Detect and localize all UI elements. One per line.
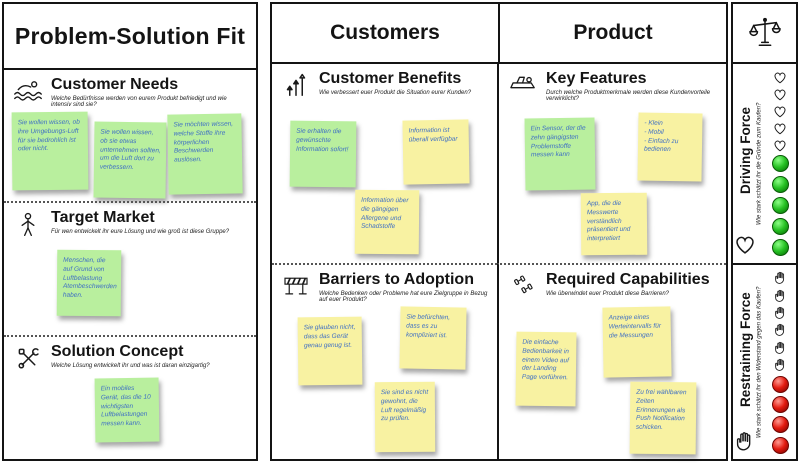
section-solution-concept: Solution Concept Welche Lösung entwickel… [4,335,256,459]
sticky-note[interactable]: Sie wollen wissen, ob sie etwas unterneh… [93,121,167,199]
section-customer-needs: Customer Needs Welche Bedürfnisse werden… [4,70,256,201]
section-subtitle: Für wen entwickelt ihr eure Lösung und w… [51,228,230,235]
sticky-note[interactable]: - Klein - Mobil - Einfach zu bedienen [637,112,703,182]
person-icon [12,210,44,237]
sticky-note[interactable]: App, die die Messwerte verständlich präs… [580,192,648,256]
sticky-note[interactable]: Sie sind es nicht gewohnt, die Luft rege… [374,381,436,453]
tools-icon [12,344,44,371]
heart-icon [773,122,787,135]
sticky-note[interactable]: Sie wollen wissen, ob ihre Umgebungs-Luf… [11,111,89,191]
sticky-note[interactable]: Anzeige eines Werteintervalls für die Me… [602,306,672,378]
driving-force-section: Driving Force Wie stark schätzt ihr die … [733,64,796,263]
section-target-market: Target Market Für wen entwickelt ihr eur… [4,201,256,335]
section-title: Key Features [546,70,647,87]
left-panel: Problem-Solution Fit Customer Needs Welc… [2,2,258,461]
cell-required-capabilities: Required Capabilities Wie überwindet eue… [497,263,726,461]
hand-icon [774,358,787,372]
sticky-note[interactable]: Die einfache Bedienbarkeit in einem Vide… [515,331,577,407]
sticky-note[interactable]: Information ist überall verfügbar [402,119,470,185]
rising-arrows-icon [280,71,312,97]
sticky-note[interactable]: Menschen, die auf Grund von Luftbelastun… [56,249,122,317]
restraining-force-section: Restraining Force Wie stark schätzt ihr … [733,263,796,460]
column-header-customers: Customers [330,21,440,44]
hand-icon [774,341,787,355]
center-panel: Customers Product Customer Benefits [270,2,728,461]
driving-force-subtitle: Wie stark schätzt ihr die Gründe zum Kau… [756,102,763,225]
restraining-force-scale [764,265,796,460]
driving-force-label: Driving Force [737,106,753,195]
swimmer-icon [12,77,44,102]
sticky-note[interactable]: Ein Sensor, der die zehn gängigsten Prob… [524,117,596,191]
driving-score-ball[interactable] [771,176,789,194]
section-title: Target Market [51,209,155,226]
column-header-product: Product [498,4,726,62]
sticky-note[interactable]: Zu frei wählbaren Zeiten Erinnerungen al… [629,381,697,455]
restraining-force-label: Restraining Force [737,292,753,407]
sticky-note[interactable]: Sie erhalten die gewünschte Information … [289,120,357,188]
section-subtitle: Welche Bedürfnisse werden von eurem Prod… [51,95,227,108]
driving-score-ball[interactable] [771,155,789,173]
hand-icon [735,431,755,457]
section-title: Customer Benefits [319,70,462,87]
cell-key-features: Key Features Durch welche Produktmerkmal… [497,64,726,263]
heart-icon [773,71,787,84]
restraining-score-ball[interactable] [771,436,789,454]
heart-icon [773,139,787,152]
section-subtitle: Wie überwindet euer Produkt diese Barrie… [546,290,670,297]
restraining-score-ball[interactable] [771,395,789,413]
sticky-note[interactable]: Sie glauben nicht, dass das Gerät genau … [297,316,363,386]
barrier-icon [280,272,312,296]
heart-icon [773,88,787,101]
driving-force-scale [764,64,796,263]
dumbbells-icon [507,272,539,294]
sticky-note[interactable]: Sie befürchten, dass es zu kompliziert i… [399,306,467,370]
section-title: Required Capabilities [546,271,710,288]
cell-customer-benefits: Customer Benefits Wie verbessert euer Pr… [272,64,497,263]
heart-icon [734,234,756,260]
hand-icon [774,289,787,303]
balance-scale-icon [733,4,796,64]
cell-barriers-to-adoption: Barriers to Adoption Welche Bedenken ode… [272,263,497,461]
section-subtitle: Welche Bedenken oder Probleme hat eure Z… [319,290,488,303]
section-title: Customer Needs [51,76,179,93]
section-title: Solution Concept [51,343,184,360]
restraining-force-subtitle: Wie stark schätzt ihr den Widerstand geg… [756,286,763,439]
driving-score-ball[interactable] [771,239,789,257]
hand-icon [774,306,787,320]
sticky-note[interactable]: Sie möchten wissen, welche Stoffe ihre k… [167,113,243,195]
column-headers: Customers Product [272,4,726,64]
force-panel: Driving Force Wie stark schätzt ihr die … [731,2,798,461]
plane-tool-icon [507,71,539,92]
driving-score-ball[interactable] [771,197,789,215]
heart-icon [773,105,787,118]
driving-score-ball[interactable] [771,218,789,236]
hand-icon [774,323,787,337]
section-subtitle: Durch welche Produktmerkmale werden dies… [546,89,711,102]
section-subtitle: Welche Lösung entwickelt ihr und was ist… [51,362,210,369]
restraining-score-ball[interactable] [771,416,789,434]
section-title: Barriers to Adoption [319,271,474,288]
restraining-score-ball[interactable] [771,375,789,393]
sticky-note[interactable]: Ein mobiles Gerät, das die 10 wichtigste… [94,377,160,443]
canvas-title: Problem-Solution Fit [4,4,256,70]
section-subtitle: Wie verbessert euer Produkt die Situatio… [319,89,472,96]
hand-icon [774,271,787,285]
sticky-note[interactable]: Information über die gängigen Allergene … [354,189,420,255]
